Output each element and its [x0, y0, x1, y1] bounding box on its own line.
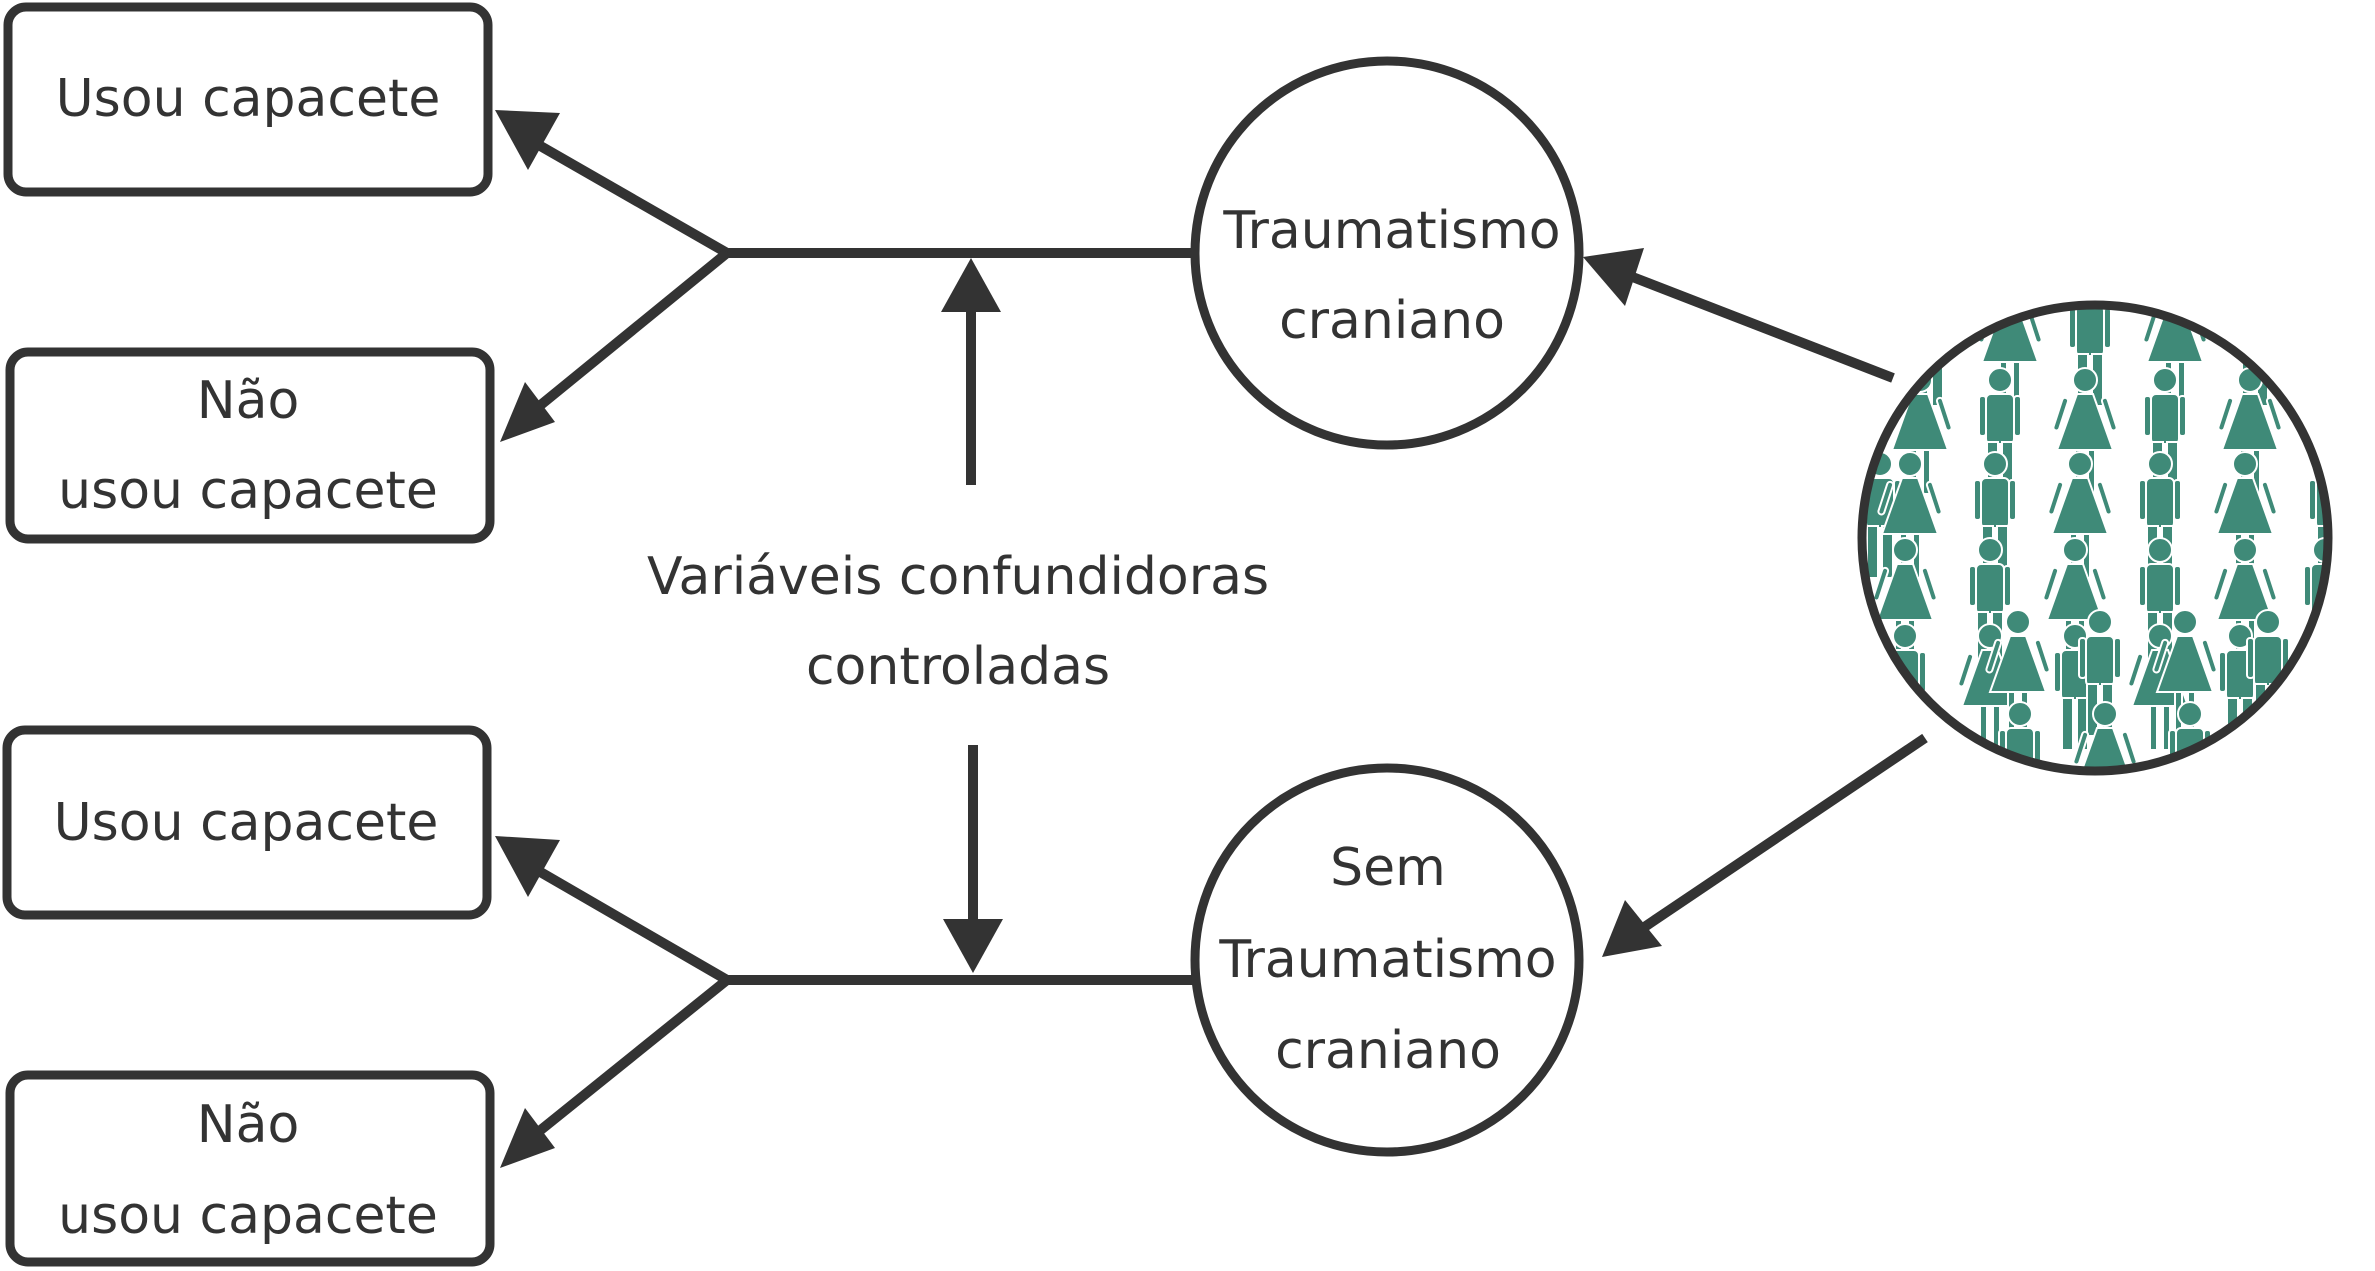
confounder-up-arrow [941, 258, 1001, 485]
circle-head-trauma-label-1: Traumatismo [1222, 201, 1560, 261]
population-circle [1857, 300, 2333, 776]
box-top-no-helmet-label-2: usou capacete [58, 461, 438, 521]
box-top-no-helmet-label-1: Não [197, 371, 300, 431]
confounder-down-arrow [943, 745, 1003, 973]
circle-no-head-trauma: Sem Traumatismo craniano [1190, 763, 1584, 1157]
box-top-no-helmet: Não usou capacete [5, 347, 495, 544]
box-top-helmet-label: Usou capacete [56, 69, 441, 129]
circle-head-trauma-label-2: craniano [1279, 291, 1505, 351]
confounders-label-line-1: Variáveis confundidoras [647, 547, 1269, 607]
circle-no-head-trauma-label-3: craniano [1275, 1021, 1501, 1081]
circle-no-head-trauma-label-1: Sem [1330, 838, 1446, 898]
population-to-trauma-arrow [1583, 248, 1895, 383]
bottom-branch-arrows [495, 836, 1195, 1168]
box-top-helmet: Usou capacete [3, 2, 493, 197]
top-branch-arrows [495, 110, 1195, 442]
circle-head-trauma: Traumatismo craniano [1190, 56, 1584, 450]
box-bottom-no-helmet-label-1: Não [197, 1095, 300, 1155]
confounders-label-line-2: controladas [806, 637, 1110, 697]
box-bottom-helmet: Usou capacete [2, 725, 492, 920]
box-bottom-helmet-label: Usou capacete [54, 793, 439, 853]
circle-no-head-trauma-label-2: Traumatismo [1218, 930, 1556, 990]
box-bottom-no-helmet: Não usou capacete [5, 1070, 495, 1267]
population-to-no-trauma-arrow [1602, 733, 1928, 957]
box-bottom-no-helmet-label-2: usou capacete [58, 1186, 438, 1246]
confounders-label: Variáveis confundidoras controladas [647, 547, 1269, 697]
